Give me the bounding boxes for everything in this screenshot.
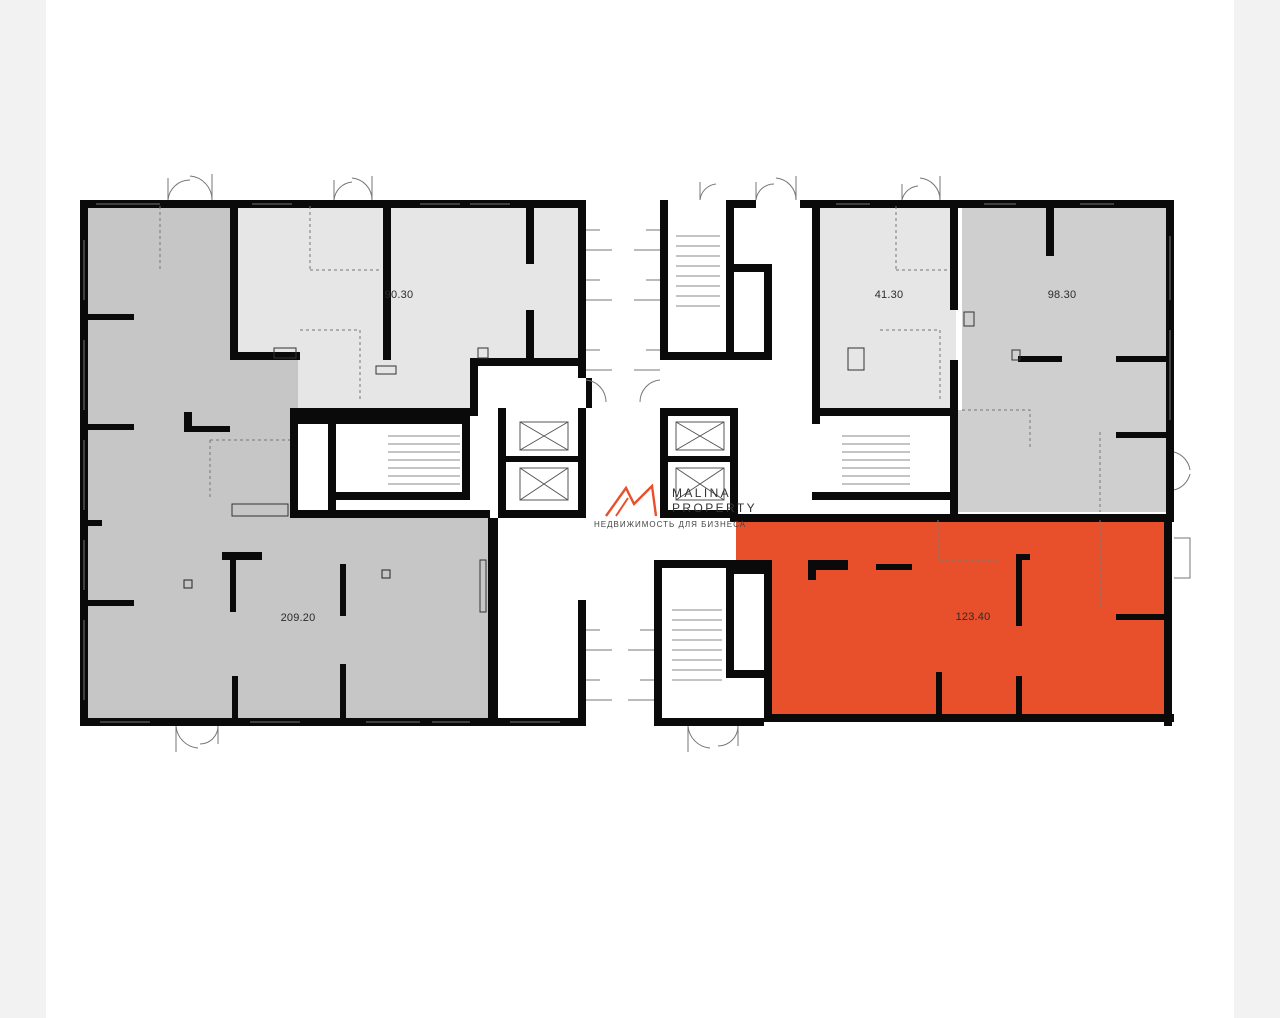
unit-label-41: 41.30 (874, 289, 904, 301)
unit-label-123: 123.40 (955, 611, 991, 623)
unit-label-98: 98.30 (1047, 289, 1077, 301)
unit-fills (88, 206, 1168, 718)
floor-plan-sheet: 209.20 90.30 41.30 98.30 123.40 MALINA P… (46, 0, 1234, 1018)
unit-209-fill[interactable] (88, 206, 488, 718)
malina-m-icon (605, 484, 658, 517)
logo-tagline: НЕДВИЖИМОСТЬ ДЛЯ БИЗНЕСА (594, 520, 747, 529)
logo-name-line2: PROPERTY (672, 501, 757, 515)
plan-details (83, 174, 1191, 752)
unit-90-fill[interactable] (238, 206, 578, 358)
unit-123-fill[interactable] (736, 518, 1168, 718)
floor-plan-drawing (80, 174, 1191, 752)
unit-label-90: 90.30 (384, 289, 414, 301)
logo-name: MALINA PROPERTY (672, 486, 757, 516)
unit-label-209: 209.20 (280, 612, 316, 624)
malina-logo: MALINA PROPERTY НЕДВИЖИМОСТЬ ДЛЯ БИЗНЕСА (594, 484, 784, 534)
logo-name-line1: MALINA (672, 486, 732, 500)
unit-90-annex-fill[interactable] (298, 358, 470, 410)
unit-41-fill[interactable] (820, 206, 956, 410)
